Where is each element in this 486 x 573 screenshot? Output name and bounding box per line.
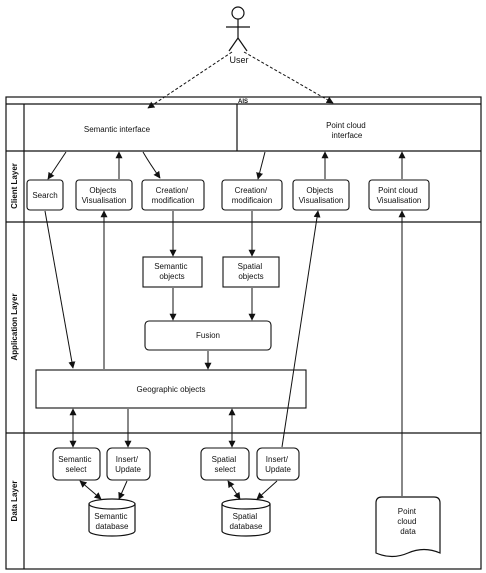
search-box [26, 179, 64, 211]
connectors [44, 51, 406, 500]
semantic-database-cylinder [88, 498, 136, 537]
semantic-database-label: Semantic database [94, 512, 130, 531]
point-cloud-data-shape [375, 496, 441, 558]
spatial-select-label: Spatial select [212, 455, 239, 474]
objects-vis-label-1: Objects Visualisation [82, 186, 127, 205]
data-layer-label: Data Layer [10, 481, 19, 522]
semantic-interface-label: Semantic interface [84, 125, 151, 134]
insert-update-box-2 [256, 447, 300, 481]
point-cloud-data-label: Point cloud data [397, 507, 418, 536]
objects-vis-box-2 [292, 179, 350, 211]
semantic-select-box [52, 447, 101, 481]
spatial-objects-label: Spatial objects [238, 262, 265, 281]
spatial-objects-box [222, 256, 280, 288]
creation-label-1: Creation/ modification [152, 186, 195, 205]
fusion-box [144, 320, 272, 351]
creation-box-2 [221, 179, 283, 211]
fusion-label: Fusion [196, 331, 220, 340]
insert-update-box-1 [106, 447, 151, 481]
point-cloud-interface-label: Point cloud interface [326, 121, 368, 140]
semantic-objects-label: Semantic objects [154, 262, 190, 281]
client-layer-label: Client Layer [10, 163, 19, 209]
geographic-objects-box [35, 369, 307, 409]
insert-update-label-1: Insert/ Update [115, 455, 141, 474]
system-frame [5, 96, 482, 570]
point-cloud-vis-label: Point cloud Visualisation [377, 186, 422, 205]
insert-update-label-2: Insert/ Update [265, 455, 291, 474]
point-cloud-vis-box [368, 179, 430, 211]
spatial-database-cylinder [221, 498, 271, 537]
semantic-objects-box [142, 256, 203, 288]
creation-label-2: Creation/ modificaion [232, 186, 272, 205]
user-label: User [229, 55, 248, 65]
system-title: AIS [238, 99, 248, 105]
spatial-select-box [200, 447, 250, 481]
spatial-database-label: Spatial database [230, 512, 263, 531]
search-label: Search [32, 191, 57, 200]
application-layer-label: Application Layer [10, 293, 19, 360]
geographic-objects-label: Geographic objects [137, 385, 206, 394]
objects-vis-box-1 [75, 179, 133, 211]
user-actor [226, 6, 250, 52]
creation-box-1 [141, 179, 205, 211]
semantic-select-label: Semantic select [58, 455, 94, 474]
objects-vis-label-2: Objects Visualisation [299, 186, 344, 205]
